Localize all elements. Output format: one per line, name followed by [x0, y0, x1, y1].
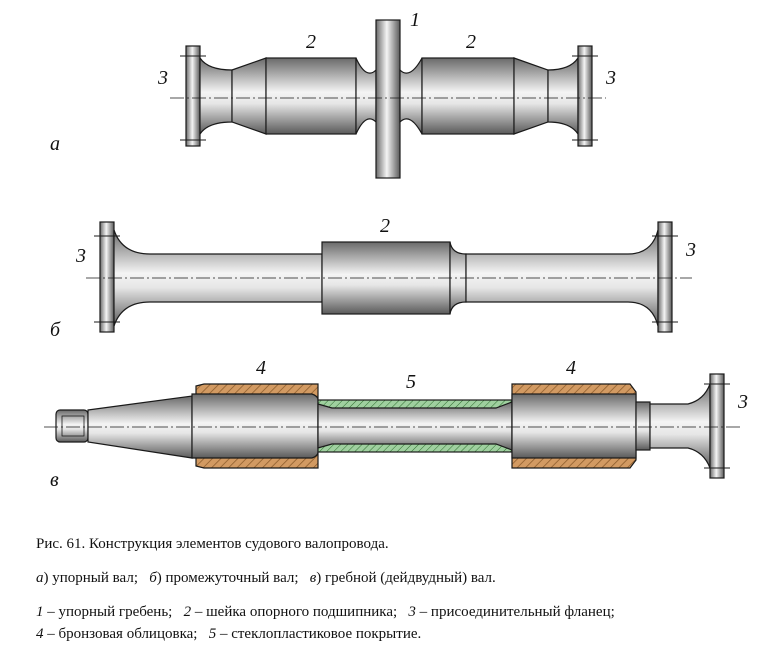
label-view-v: в [50, 469, 59, 491]
groove-left-a [355, 57, 377, 135]
caption-title: Рис. 61. Конструкция элементов судового … [36, 534, 389, 554]
label-thrust-collar: 1 [410, 9, 420, 31]
neck-v [649, 383, 711, 469]
legend-5-mark: 5 [208, 626, 217, 642]
legend-3-text: – присоединительный фланец; [415, 604, 615, 620]
flange-left-b [99, 221, 115, 333]
legend-4-text: – бронзовая облицовка; [43, 626, 198, 642]
part-b-mark: б [149, 570, 157, 586]
legend-1-text: – упорный гребень; [43, 604, 173, 620]
label-bronze-right: 4 [566, 357, 576, 379]
thrust-collar [375, 19, 401, 179]
propeller-shaft [55, 373, 730, 479]
flange-left-a [185, 45, 201, 147]
label-flange-right-a: 3 [605, 67, 616, 89]
caption-parts: а) упорный вал; б) промежуточный вал; в)… [36, 568, 496, 588]
shaft-diagram: а 1 2 2 3 3 б 2 3 3 в 4 5 4 3 [44, 9, 748, 491]
legend-1-mark: 1 [36, 604, 44, 620]
taper-left-a [231, 57, 267, 135]
groove-right-a [399, 57, 423, 135]
label-flange-left-b: 3 [75, 245, 86, 267]
label-journal-left-a: 2 [306, 31, 316, 53]
legend-2-mark: 2 [183, 604, 192, 620]
journal-left-a [265, 57, 357, 135]
legend-5-text: – стеклопластиковое покрытие. [216, 626, 422, 642]
intermediate-shaft [94, 221, 678, 333]
step-v [635, 401, 651, 451]
label-view-b: б [50, 319, 61, 341]
legend-3-mark: 3 [408, 604, 416, 620]
legend-4-mark: 4 [36, 626, 44, 642]
part-a-text: ) упорный вал; [43, 570, 138, 586]
label-bronze-left: 4 [256, 357, 266, 379]
thread-end [55, 409, 89, 443]
journal-left-v [191, 393, 319, 459]
caption-legend-2: 4 – бронзовая облицовка; 5 – стеклопласт… [36, 624, 421, 644]
thrust-shaft [180, 19, 598, 179]
journal-right-a [421, 57, 515, 135]
caption-legend-1: 1 – упорный гребень; 2 – шейка опорного … [36, 602, 615, 622]
label-journal-b: 2 [380, 215, 390, 237]
journal-right-v [511, 393, 637, 459]
neck-right-a [547, 56, 579, 136]
label-flange-v: 3 [737, 391, 748, 413]
part-b-text: ) промежуточный вал; [156, 570, 299, 586]
part-v-mark: в [309, 570, 317, 586]
part-v-text: ) гребной (дейдвудный) вал. [316, 570, 496, 586]
label-coating: 5 [406, 371, 416, 393]
caption-title-text: Рис. 61. Конструкция элементов судового … [36, 536, 389, 552]
label-journal-right-a: 2 [466, 31, 476, 53]
label-flange-left-a: 3 [157, 67, 168, 89]
taper-right-a [513, 57, 549, 135]
label-flange-right-b: 3 [685, 239, 696, 261]
label-view-a: а [50, 133, 60, 155]
flange-v [709, 373, 725, 479]
legend-2-text: – шейка опорного подшипника; [191, 604, 398, 620]
part-a-mark: а [36, 570, 44, 586]
flange-right-b [657, 221, 673, 333]
neck-left-a [199, 56, 233, 136]
body-middle-v [317, 401, 513, 451]
flange-right-a [577, 45, 593, 147]
